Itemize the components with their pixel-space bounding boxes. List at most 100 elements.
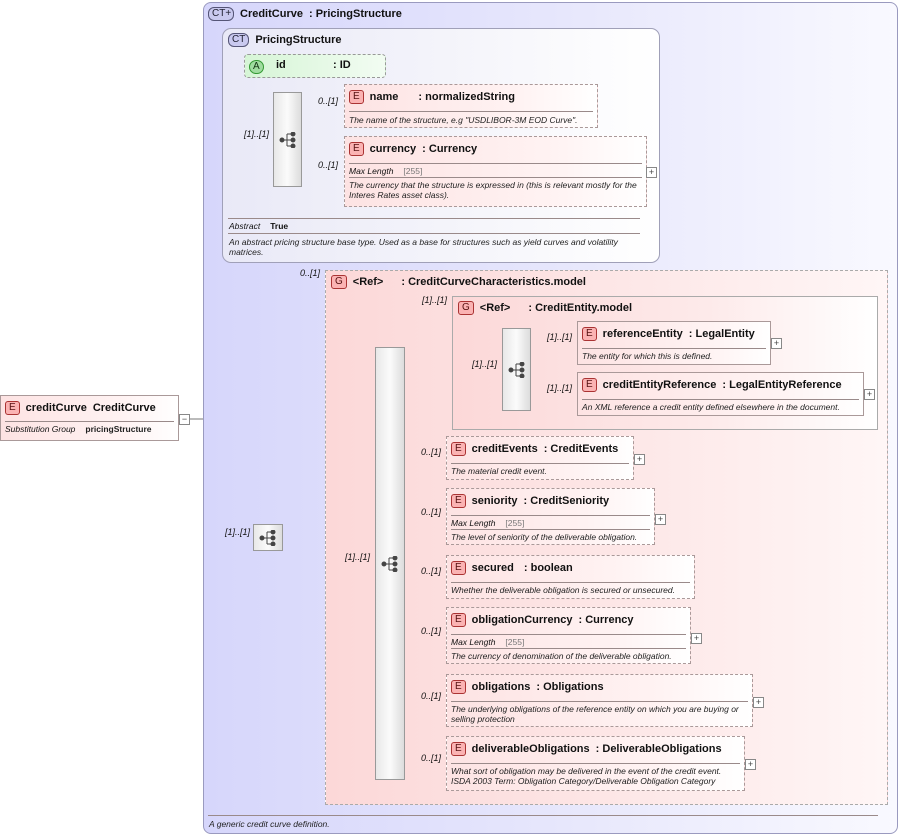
group-header: G <Ref> : CreditEntity.model (458, 301, 632, 315)
element-badge: E (582, 327, 597, 341)
element-cardinality: [1]..[1] (547, 383, 573, 393)
complex-type-base: : PricingStructure (308, 8, 402, 20)
element-type: : boolean (523, 562, 573, 574)
expand-toggle[interactable]: + (634, 454, 645, 465)
element-badge: E (582, 378, 597, 392)
element-name-label: deliverableObligations (471, 743, 590, 755)
element-name-label: creditEvents (471, 443, 538, 455)
element-cardinality: 0..[1] (318, 96, 339, 106)
complex-type-name: CreditCurve (240, 8, 303, 20)
complex-type-icon: CT (228, 33, 250, 47)
element-doc: The name of the structure, e.g "USDLIBOR… (349, 115, 578, 125)
element-badge: E (349, 90, 364, 104)
sequence-icon (381, 555, 398, 572)
attribute-type: : ID (333, 59, 351, 71)
sequence-compositor[interactable] (375, 347, 405, 780)
expand-toggle[interactable]: + (655, 514, 666, 525)
element-secured[interactable]: E secured : boolean Whether the delivera… (446, 555, 695, 599)
element-cardinality: 0..[1] (421, 753, 442, 763)
sequence-compositor[interactable] (502, 328, 531, 411)
element-type: : LegalEntity (688, 328, 755, 340)
element-doc: An XML reference a credit entity defined… (582, 402, 840, 412)
element-cardinality: 0..[1] (421, 507, 442, 517)
element-name-label: referenceEntity (602, 328, 683, 340)
element-currency[interactable]: E currency : Currency Max Length[255] Th… (344, 136, 647, 207)
group-name: : CreditCurveCharacteristics.model (401, 276, 586, 288)
expand-toggle[interactable]: + (771, 338, 782, 349)
element-type: : Currency (422, 143, 478, 155)
element-creditEvents[interactable]: E creditEvents : CreditEvents The materi… (446, 436, 634, 480)
element-type: CreditCurve (92, 402, 156, 414)
attribute-id[interactable]: A id : ID (244, 54, 386, 78)
element-doc: Whether the deliverable obligation is se… (451, 585, 675, 595)
attribute-name: id (276, 59, 286, 71)
complex-type-doc: A generic credit curve definition. (209, 819, 330, 829)
element-deliverableObligations[interactable]: E deliverableObligations : DeliverableOb… (446, 736, 745, 791)
element-name[interactable]: E name : normalizedString The name of th… (344, 84, 598, 128)
element-obligations[interactable]: E obligations : Obligations The underlyi… (446, 674, 753, 727)
element-type: : Obligations (536, 681, 604, 693)
group-header: G <Ref> : CreditCurveCharacteristics.mod… (331, 275, 586, 289)
pricingstructure-name: PricingStructure (255, 34, 342, 46)
pricingstructure-doc: An abstract pricing structure base type.… (229, 237, 618, 257)
sequence-icon (508, 361, 524, 378)
group-name: : CreditEntity.model (528, 302, 633, 314)
element-doc: The level of seniority of the deliverabl… (451, 532, 638, 542)
element-type: : normalizedString (418, 91, 515, 103)
complex-type-header: CT+ CreditCurve : PricingStructure (208, 7, 402, 21)
sequence-icon (279, 131, 295, 148)
element-name-label: currency (369, 143, 417, 155)
element-doc: The currency that the structure is expre… (349, 180, 637, 200)
expand-toggle[interactable]: + (691, 633, 702, 644)
element-cardinality: 0..[1] (421, 566, 442, 576)
expand-toggle[interactable]: + (864, 389, 875, 400)
sequence-cardinality: [1]..[1] (244, 129, 270, 139)
sequence-cardinality: [1]..[1] (472, 359, 498, 369)
expand-toggle[interactable]: + (646, 167, 657, 178)
element-doc: The currency of denomination of the deli… (451, 651, 672, 661)
max-length-facet: Max Length[255] (451, 637, 525, 647)
element-name-label: obligations (471, 681, 531, 693)
complex-type-icon: CT+ (208, 7, 234, 21)
element-seniority[interactable]: E seniority : CreditSeniority Max Length… (446, 488, 655, 545)
element-cardinality: 0..[1] (421, 447, 442, 457)
element-name-label: obligationCurrency (471, 614, 573, 626)
attribute-badge: A (249, 60, 264, 74)
group-badge: G (331, 275, 347, 289)
element-name-label: secured (471, 562, 514, 574)
element-referenceEntity[interactable]: E referenceEntity : LegalEntity The enti… (577, 321, 771, 365)
element-type: : LegalEntityReference (722, 379, 842, 391)
element-badge: E (451, 680, 466, 694)
element-type: : DeliverableObligations (595, 743, 722, 755)
group-ref: <Ref> (352, 276, 384, 288)
element-type: : CreditEvents (543, 443, 619, 455)
element-type: : CreditSeniority (523, 495, 610, 507)
element-badge: E (451, 613, 466, 627)
element-obligationCurrency[interactable]: E obligationCurrency : Currency Max Leng… (446, 607, 691, 664)
element-name-label: seniority (471, 495, 518, 507)
element-badge: E (451, 494, 466, 508)
element-cardinality: 0..[1] (421, 626, 442, 636)
element-cardinality: [1]..[1] (547, 332, 573, 342)
expand-toggle[interactable]: + (753, 697, 764, 708)
root-element-creditCurve[interactable]: E creditCurve CreditCurve Substitution G… (0, 395, 179, 441)
element-badge: E (451, 742, 466, 756)
element-name-label: name (369, 91, 399, 103)
collapse-toggle[interactable]: − (179, 414, 190, 425)
sequence-compositor[interactable] (253, 524, 283, 551)
element-doc: The material credit event. (451, 466, 547, 476)
pricingstructure-header: CT PricingStructure (228, 33, 342, 47)
element-doc: The entity for which this is defined. (582, 351, 713, 361)
element-creditEntityReference[interactable]: E creditEntityReference : LegalEntityRef… (577, 372, 864, 416)
max-length-facet: Max Length[255] (349, 166, 423, 176)
element-name: creditCurve (25, 402, 87, 414)
group-ref: <Ref> (479, 302, 511, 314)
sequence-cardinality: [1]..[1] (345, 552, 371, 562)
expand-toggle[interactable]: + (745, 759, 756, 770)
sequence-compositor[interactable] (273, 92, 302, 187)
group-badge: G (458, 301, 474, 315)
element-cardinality: 0..[1] (318, 160, 339, 170)
element-badge: E (451, 442, 466, 456)
